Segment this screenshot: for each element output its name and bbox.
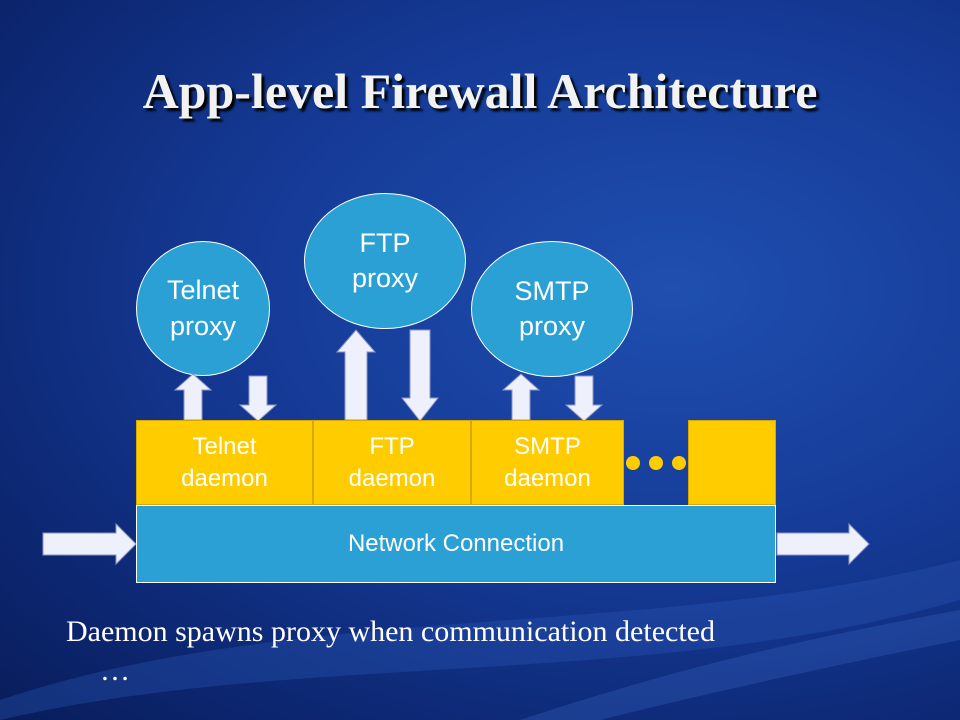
smtp-proxy-label-line2: proxy	[518, 311, 585, 341]
telnet-up-arrow	[173, 373, 213, 421]
caption-line1: Daemon spawns proxy when communication d…	[66, 615, 715, 648]
telnet-daemon-label-line2: daemon	[181, 464, 268, 492]
incoming-network-arrow	[42, 522, 137, 566]
ftp-daemon: FTP daemon	[313, 420, 471, 505]
smtp-daemon-label-line2: daemon	[504, 464, 591, 492]
ftp-up-arrow	[335, 329, 377, 421]
network-connection: Network Connection	[136, 505, 776, 583]
smtp-proxy-label-line1: SMTP	[514, 275, 590, 306]
ftp-proxy-label-line1: FTP	[359, 227, 411, 258]
smtp-daemon-label-line1: SMTP	[514, 433, 581, 461]
telnet-down-arrow	[238, 375, 278, 422]
ellipsis-dot	[626, 456, 640, 470]
caption: Daemon spawns proxy when communication d…	[66, 612, 886, 690]
ftp-proxy: FTP proxy	[304, 193, 466, 329]
network-connection-label: Network Connection	[347, 530, 565, 557]
ftp-daemon-label-line1: FTP	[369, 433, 415, 461]
smtp-up-arrow	[501, 373, 541, 421]
telnet-daemon-label-line1: Telnet	[192, 433, 257, 461]
ftp-down-arrow	[400, 329, 440, 422]
ftp-proxy-label-line2: proxy	[351, 263, 419, 293]
ellipsis-dot	[672, 456, 686, 470]
telnet-daemon: Telnet daemon	[136, 420, 313, 505]
outgoing-network-arrow	[776, 522, 870, 566]
ellipsis-dot	[649, 456, 663, 470]
slide-title: App-level Firewall Architecture	[142, 63, 818, 119]
ftp-daemon-label-line2: daemon	[348, 464, 436, 492]
smtp-proxy: SMTP proxy	[471, 241, 633, 377]
smtp-daemon: SMTP daemon	[471, 420, 624, 505]
telnet-proxy-label-line1: Telnet	[166, 275, 240, 306]
additional-daemon	[688, 420, 776, 505]
telnet-proxy-label-line2: proxy	[169, 310, 237, 341]
smtp-down-arrow	[564, 375, 604, 422]
telnet-proxy: Telnet proxy	[136, 241, 270, 376]
caption-line2: …	[100, 654, 130, 687]
